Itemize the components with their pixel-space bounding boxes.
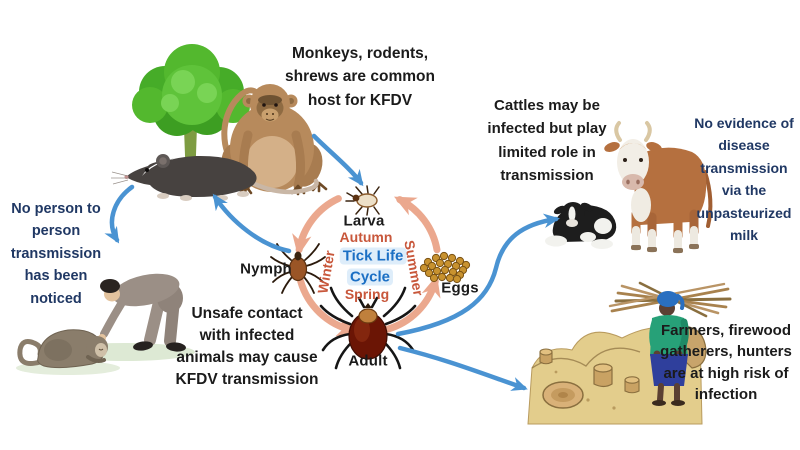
transmission-arrows — [104, 133, 561, 391]
nymph-label: Nymph — [240, 260, 292, 278]
arrow-rodent-to-person — [104, 184, 135, 244]
larva-tick-icon — [345, 185, 380, 216]
arrow-adult-to-farmers — [397, 345, 528, 391]
adult-tick-icon — [319, 286, 417, 370]
nymph-tick-icon — [270, 243, 326, 294]
farmer-woman-icon — [649, 291, 707, 406]
rat-icon — [111, 154, 319, 201]
arc-adult-to-eggs — [383, 275, 441, 333]
cycle-title-line1: Tick Life — [339, 247, 407, 265]
arrow-nymph-to-rodent — [212, 193, 292, 254]
cow-icon — [604, 121, 713, 254]
cattle-note: Cattles may be infected but play limited… — [487, 97, 607, 184]
tree-stumps-icon — [539, 348, 640, 410]
milk-note: No evidence of disease transmission via … — [694, 115, 794, 243]
arc-larva-to-nymph — [292, 195, 342, 257]
calf-icon — [545, 202, 617, 249]
no-person-transmission-note: No person to person transmission has bee… — [10, 201, 102, 307]
farmers-note: Farmers, firewood gatherers, hunters are… — [660, 322, 792, 403]
autumn-label: Autumn — [339, 229, 393, 245]
arrow-monkey-to-larva — [311, 133, 364, 187]
dead-monkey-icon — [17, 329, 108, 369]
spring-label: Spring — [344, 286, 390, 302]
eggs-label: Eggs — [441, 279, 479, 297]
cycle-title-line2: Cycle — [346, 268, 394, 286]
arrow-adult-to-cattle — [395, 213, 561, 337]
larva-label: Larva — [343, 212, 385, 230]
tick-life-cycle-arrows — [292, 195, 441, 337]
adult-label: Adult — [348, 352, 388, 370]
arc-eggs-to-larva — [393, 196, 441, 254]
eggs-cluster-icon — [419, 251, 471, 284]
arc-nymph-to-adult — [297, 277, 359, 337]
host-note: Monkeys, rodents, shrews are common host… — [285, 45, 435, 109]
unsafe-contact-note: Unsafe contact with infected animals may… — [175, 305, 319, 388]
